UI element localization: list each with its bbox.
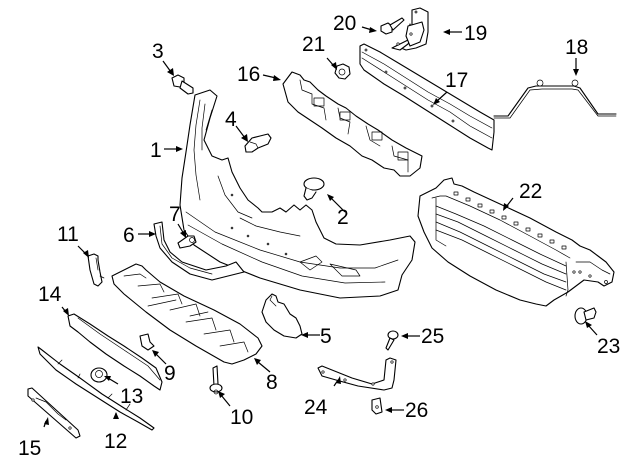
air-guide-slots (453, 191, 567, 250)
impact-bar[interactable] (359, 43, 495, 151)
callout-25[interactable]: 25 (421, 325, 444, 348)
callout-9[interactable]: 9 (164, 362, 176, 385)
callout-12[interactable]: 12 (104, 430, 127, 453)
callout-10[interactable]: 10 (230, 406, 253, 429)
callout-3[interactable]: 3 (152, 40, 164, 63)
callout-4[interactable]: 4 (225, 108, 237, 131)
callout-21[interactable]: 21 (302, 33, 325, 56)
flange-nut[interactable] (334, 63, 351, 80)
leaders (43, 26, 598, 428)
callout-15[interactable]: 15 (18, 437, 41, 460)
callout-2[interactable]: 2 (337, 206, 349, 229)
callout-26[interactable]: 26 (405, 399, 428, 422)
screw[interactable] (385, 330, 399, 351)
nut[interactable] (90, 367, 108, 383)
callout-11[interactable]: 11 (57, 223, 79, 246)
callout-7[interactable]: 7 (169, 203, 181, 226)
energy-absorber[interactable] (282, 71, 423, 177)
license-bracket[interactable] (27, 387, 81, 439)
callout-18[interactable]: 18 (565, 36, 588, 59)
callout-22[interactable]: 22 (519, 180, 542, 203)
callout-17[interactable]: 17 (445, 69, 468, 92)
callout-19[interactable]: 19 (464, 22, 487, 45)
grille-molding[interactable] (67, 313, 163, 391)
side-bracket[interactable] (244, 133, 272, 153)
push-retainer[interactable] (177, 235, 197, 249)
fog-lamp-cover[interactable] (261, 293, 303, 339)
callout-23[interactable]: 23 (597, 335, 620, 358)
callout-6[interactable]: 6 (123, 224, 135, 247)
rivet-clip[interactable] (574, 307, 597, 325)
callout-14[interactable]: 14 (38, 283, 62, 306)
clip[interactable] (139, 333, 155, 351)
mounting-bracket[interactable] (391, 7, 429, 51)
bolt[interactable] (171, 74, 194, 95)
tow-bracket[interactable] (493, 79, 617, 119)
retainer-bolt[interactable] (209, 365, 223, 395)
callout-16[interactable]: 16 (237, 63, 260, 86)
bracket[interactable] (87, 253, 105, 287)
callout-5[interactable]: 5 (320, 325, 332, 348)
u-nut[interactable] (371, 397, 383, 415)
push-pin-clip[interactable] (303, 177, 325, 201)
air-guide[interactable] (417, 177, 615, 307)
callout-24[interactable]: 24 (304, 396, 328, 419)
lower-molding[interactable] (153, 221, 245, 281)
callout-1[interactable]: 1 (150, 139, 162, 162)
lower-trim-strip[interactable] (37, 346, 155, 431)
bumper-cover[interactable] (179, 89, 416, 299)
flange-bolt[interactable] (380, 17, 405, 35)
callout-8[interactable]: 8 (266, 371, 278, 394)
callout-13[interactable]: 13 (120, 385, 143, 408)
support-bracket[interactable] (317, 357, 397, 391)
lower-deflector[interactable] (111, 263, 263, 365)
callout-20[interactable]: 20 (333, 12, 356, 35)
callout-labels: 1 2 3 4 5 6 7 8 9 10 11 12 13 14 15 16 1… (18, 12, 620, 460)
